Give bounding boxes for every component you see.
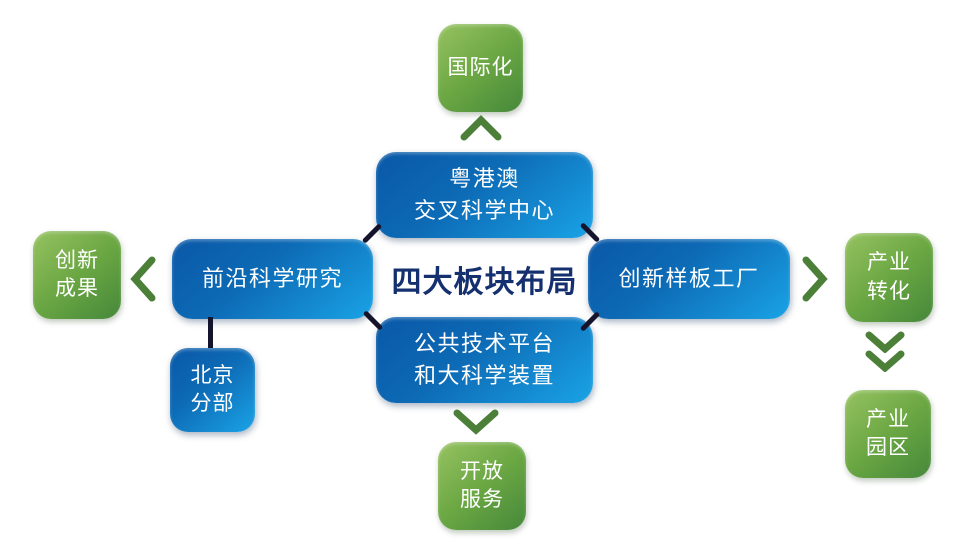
node-label-line1: 粤港澳: [449, 166, 520, 192]
chevron-up-icon: [460, 115, 502, 141]
node-label: 国际化: [447, 55, 514, 79]
node-label-line1: 产业: [867, 251, 911, 275]
node-label-line1: 北京: [190, 363, 235, 387]
node-label-line2: 和大科学装置: [413, 363, 555, 388]
node-label-line2: 交叉科学中心: [413, 198, 555, 223]
chevron-down-icon: [453, 409, 499, 435]
chevron-left-icon: [130, 256, 156, 302]
node-cross-science-center: 粤港澳 交叉科学中心: [376, 152, 593, 238]
node-label-line2: 转化: [867, 279, 911, 303]
node-public-platform: 公共技术平台 和大科学装置: [376, 317, 593, 403]
chevron-down-icon: [865, 350, 905, 372]
node-industrial-park: 产业 园区: [845, 390, 931, 478]
node-label-line2: 园区: [866, 436, 910, 459]
node-label-line1: 产业: [866, 407, 910, 431]
chevron-right-icon: [802, 256, 828, 302]
node-label-line2: 分部: [190, 392, 235, 415]
node-open-services: 开放 服务: [438, 442, 526, 530]
node-label-line2: 成果: [55, 277, 99, 300]
node-label-line2: 服务: [460, 488, 504, 511]
node-internationalization: 国际化: [438, 24, 523, 112]
node-label-line1: 开放: [460, 459, 504, 483]
node-beijing-branch: 北京 分部: [170, 348, 255, 432]
node-innovation-results: 创新 成果: [33, 231, 121, 319]
connector-beijing-branch: [208, 317, 213, 350]
node-label-line1: 公共技术平台: [413, 331, 555, 357]
chevron-down-icon: [865, 331, 905, 353]
node-industry-transformation: 产业 转化: [845, 233, 933, 322]
node-innovation-factory: 创新样板工厂: [588, 239, 790, 319]
diagram-title: 四大板块布局: [391, 266, 578, 299]
node-label: 前沿科学研究: [201, 266, 343, 292]
connector-top-left: [361, 223, 383, 244]
node-frontier-research: 前沿科学研究: [172, 239, 373, 319]
node-label: 创新样板工厂: [618, 266, 760, 292]
connector-bottom-left: [362, 310, 384, 331]
node-label-line1: 创新: [55, 248, 99, 272]
